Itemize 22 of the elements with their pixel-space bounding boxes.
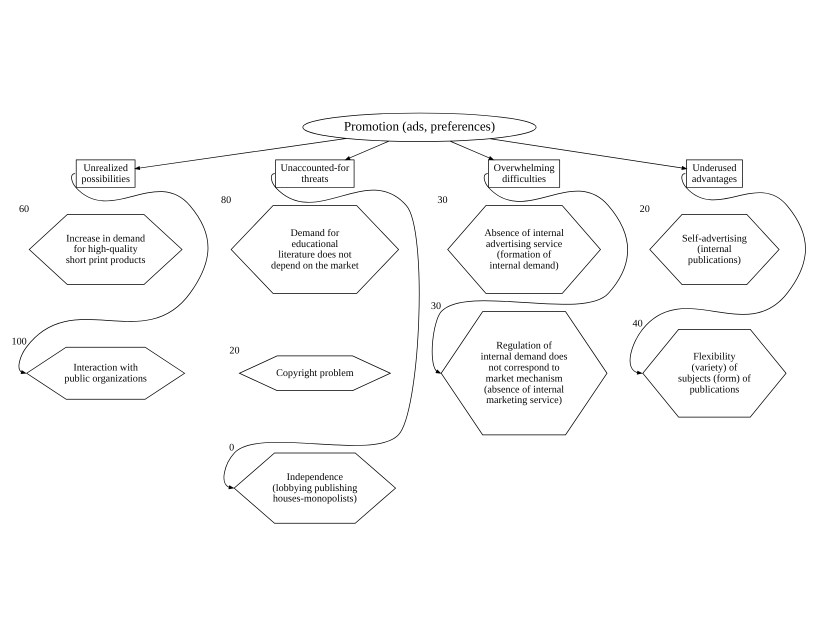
- node-box: Overwhelming difficulties: [488, 159, 560, 188]
- node-label: 100: [12, 336, 27, 348]
- node-box: Underused advantages: [686, 159, 743, 188]
- arrow: [490, 138, 688, 170]
- node-label: 20: [229, 345, 240, 356]
- arrow: [18, 173, 208, 374]
- node-box: Unaccounted-for threats: [275, 159, 354, 188]
- node-label: 60: [18, 204, 30, 215]
- node-label: 40: [632, 318, 643, 330]
- node-label: 0: [229, 442, 234, 454]
- node-label: 30: [430, 300, 442, 312]
- node-label: 80: [221, 194, 232, 206]
- node-ellipse: Promotion (ads, preferences): [302, 112, 536, 142]
- arrow: [344, 140, 390, 160]
- node-label: 20: [640, 204, 650, 215]
- node-box: Unrealized possibilities: [76, 159, 136, 188]
- arrow: [432, 173, 628, 374]
- arrow: [134, 138, 346, 170]
- arrow: [224, 173, 420, 490]
- node-label: 30: [437, 194, 448, 206]
- arrow: [450, 140, 494, 160]
- arrow: [630, 173, 806, 375]
